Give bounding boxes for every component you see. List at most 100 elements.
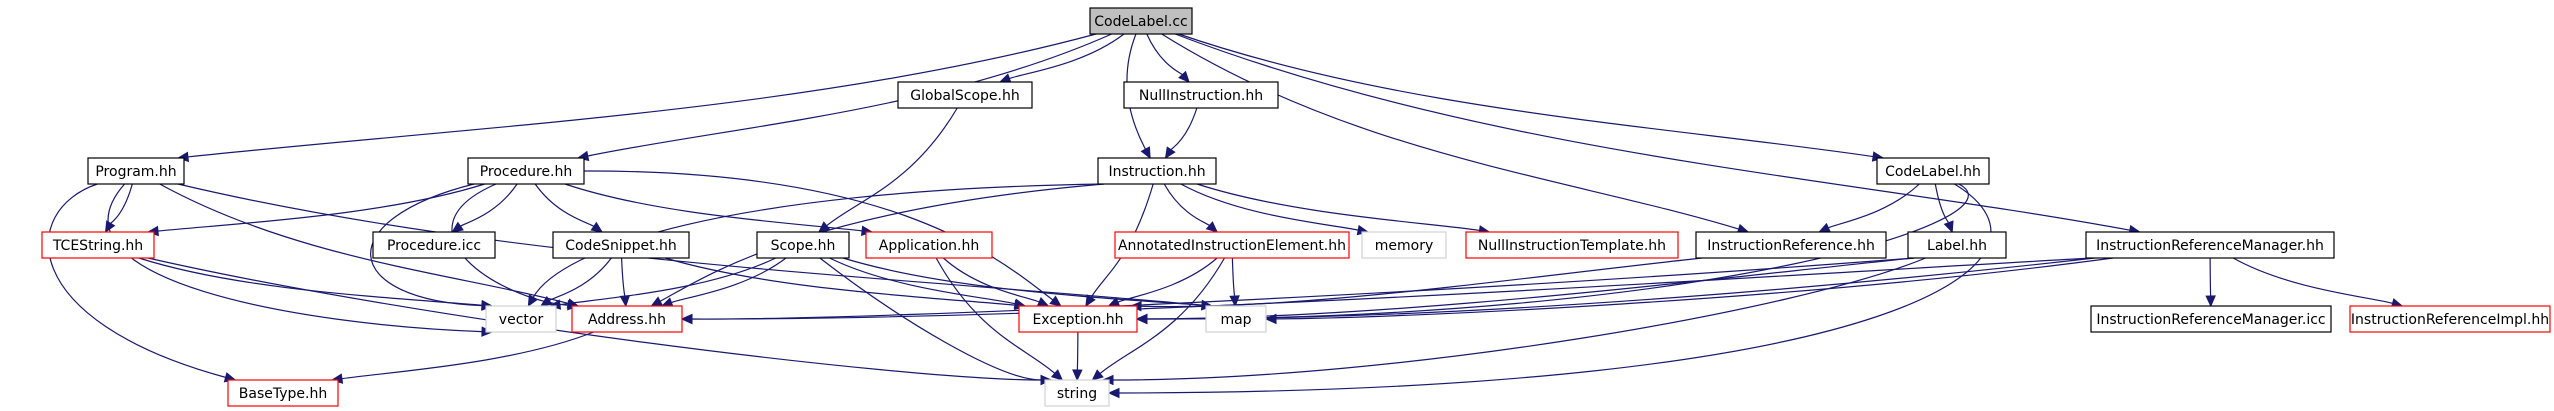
file-node-box	[1123, 81, 1279, 109]
file-node-box	[1876, 157, 1990, 185]
file-node-instructionreferencemanager-icc[interactable]: InstructionReferenceManager.icc	[2090, 305, 2332, 333]
file-node-label: GlobalScope.hh	[910, 88, 1020, 104]
dependency-edge-codelabel_cc-to-nullinstruction_hh	[1146, 33, 1190, 83]
file-node-box	[2090, 305, 2332, 333]
file-node-annotatedinstructionelement-hh[interactable]: AnnotatedInstructionElement.hh	[1114, 231, 1350, 259]
dependency-edges	[47, 33, 2404, 399]
file-node-box	[87, 157, 185, 185]
dependency-edge-program_hh-to-address_hh	[159, 183, 580, 309]
file-node-label: Scope.hh	[771, 238, 836, 254]
file-node-label: Label.hh	[1927, 238, 1987, 254]
file-node-codelabel-hh[interactable]: CodeLabel.hh	[1876, 157, 1990, 185]
dependency-edge-instructionreferencemanager_hh-to-instructionreferenceimpl_hh	[2232, 257, 2404, 309]
dependency-edge-procedure_hh-to-procedure_icc	[451, 183, 518, 233]
file-node-memory[interactable]: memory	[1361, 231, 1447, 259]
file-node-box	[1907, 231, 2007, 259]
dependency-edge-program_hh-to-map	[177, 183, 1214, 311]
file-node-label: Exception.hh	[1032, 312, 1123, 328]
file-node-label: CodeLabel.hh	[1885, 164, 1981, 180]
file-node-label: CodeSnippet.hh	[565, 238, 677, 254]
file-node-label: InstructionReference.hh	[1707, 238, 1875, 254]
file-node-string[interactable]: string	[1044, 379, 1110, 407]
dependency-edge-instruction_hh-to-vector	[527, 183, 1105, 308]
file-node-label: NullInstruction.hh	[1139, 88, 1263, 104]
dependency-edge-procedure_hh-to-application_hh	[564, 183, 874, 237]
dependency-edge-application_hh-to-exception_hh	[942, 257, 1050, 307]
file-node-codelabel-cc[interactable]: CodeLabel.cc	[1089, 7, 1193, 35]
file-node-box	[41, 231, 155, 259]
file-node-box	[1465, 231, 1679, 259]
file-node-exception-hh[interactable]: Exception.hh	[1018, 305, 1138, 333]
file-node-box	[1018, 305, 1138, 333]
dependency-edge-instructionreference_hh-to-exception_hh	[1129, 257, 1703, 312]
dependency-edge-codelabel_hh-to-string	[1107, 183, 1992, 399]
file-node-vector[interactable]: vector	[485, 305, 557, 333]
file-node-label: memory	[1375, 238, 1434, 254]
dependency-edge-codelabel_cc-to-instructionreference_hh	[1161, 33, 1750, 234]
file-node-map[interactable]: map	[1205, 305, 1267, 333]
file-node-box	[1089, 7, 1193, 35]
file-node-procedure-hh[interactable]: Procedure.hh	[467, 157, 585, 185]
file-node-label: InstructionReferenceManager.hh	[2096, 238, 2324, 254]
file-node-address-hh[interactable]: Address.hh	[571, 305, 683, 333]
file-node-box	[2349, 305, 2551, 333]
file-node-box	[485, 305, 557, 333]
file-node-box	[1695, 231, 1887, 259]
file-node-label: TCEString.hh	[52, 238, 143, 254]
dependency-edge-exception_hh-to-string	[1072, 331, 1083, 382]
file-node-basetype-hh[interactable]: BaseType.hh	[227, 379, 339, 407]
dependency-edge-codesnippet_hh-to-vector	[539, 257, 612, 307]
dependency-edge-procedure_hh-to-codesnippet_hh	[534, 183, 604, 233]
file-node-box	[372, 231, 496, 259]
file-node-globalscope-hh[interactable]: GlobalScope.hh	[897, 81, 1033, 109]
dependency-edge-globalscope_hh-to-scope_hh	[817, 107, 958, 233]
dependency-edge-program_hh-to-basetype_hh	[47, 183, 237, 383]
file-node-application-hh[interactable]: Application.hh	[865, 231, 993, 259]
file-node-label: InstructionReferenceManager.icc	[2096, 312, 2325, 328]
dependency-edge-annotatedinstructionelement_hh-to-map	[1229, 257, 1240, 308]
dependency-edge-address_hh-to-basetype_hh	[330, 331, 594, 384]
file-node-box	[1044, 379, 1110, 407]
file-node-label: Procedure.hh	[480, 164, 573, 180]
dependency-edge-codelabel_cc-to-globalscope_hh	[998, 33, 1125, 84]
dependency-edge-program_hh-to-vector	[107, 183, 494, 337]
file-node-label: NullInstructionTemplate.hh	[1478, 238, 1666, 254]
file-node-label: AnnotatedInstructionElement.hh	[1118, 238, 1346, 254]
file-node-label: Procedure.icc	[387, 238, 481, 254]
file-node-instructionreferenceimpl-hh[interactable]: InstructionReferenceImpl.hh	[2349, 305, 2551, 333]
file-node-box	[1205, 305, 1267, 333]
file-node-nullinstructiontemplate-hh[interactable]: NullInstructionTemplate.hh	[1465, 231, 1679, 259]
file-node-procedure-icc[interactable]: Procedure.icc	[372, 231, 496, 259]
file-node-box	[2085, 231, 2335, 259]
dependency-edge-annotatedinstructionelement_hh-to-string	[1091, 257, 1226, 381]
file-node-instructionreference-hh[interactable]: InstructionReference.hh	[1695, 231, 1887, 259]
file-node-box	[552, 231, 690, 259]
dependency-edge-tcestring_hh-to-vector	[138, 257, 494, 311]
file-node-box	[756, 231, 850, 259]
dependency-edge-instruction_hh-to-annotatedinstructionelement_hh	[1163, 183, 1218, 233]
file-node-label-hh[interactable]: Label.hh	[1907, 231, 2007, 259]
file-node-label: Address.hh	[588, 312, 666, 328]
dependency-edge-codelabel_hh-to-instructionreference_hh	[1818, 183, 1920, 233]
file-node-program-hh[interactable]: Program.hh	[87, 157, 185, 185]
file-node-box	[1361, 231, 1447, 259]
file-node-label: string	[1057, 386, 1097, 402]
dependency-edge-instructionreferencemanager_hh-to-exception_hh	[1135, 257, 2095, 325]
file-node-label: Instruction.hh	[1108, 164, 1205, 180]
file-node-codesnippet-hh[interactable]: CodeSnippet.hh	[552, 231, 690, 259]
dependency-edge-codelabel_hh-to-label_hh	[1934, 183, 1954, 234]
file-node-tcestring-hh[interactable]: TCEString.hh	[41, 231, 155, 259]
file-node-instruction-hh[interactable]: Instruction.hh	[1097, 157, 1217, 185]
file-node-box	[1097, 157, 1217, 185]
dependency-edge-application_hh-to-string	[935, 257, 1064, 381]
file-node-label: vector	[499, 312, 544, 328]
dependency-edge-instructionreferencemanager_hh-to-instructionreferencemanager_icc	[2205, 257, 2216, 308]
file-node-scope-hh[interactable]: Scope.hh	[756, 231, 850, 259]
file-node-instructionreferencemanager-hh[interactable]: InstructionReferenceManager.hh	[2085, 231, 2335, 259]
file-node-label: Program.hh	[95, 164, 176, 180]
dependency-edge-scope_hh-to-map	[842, 257, 1214, 311]
dependency-edge-instructionreferencemanager_hh-to-address_hh	[680, 257, 2093, 325]
file-node-nullinstruction-hh[interactable]: NullInstruction.hh	[1123, 81, 1279, 109]
